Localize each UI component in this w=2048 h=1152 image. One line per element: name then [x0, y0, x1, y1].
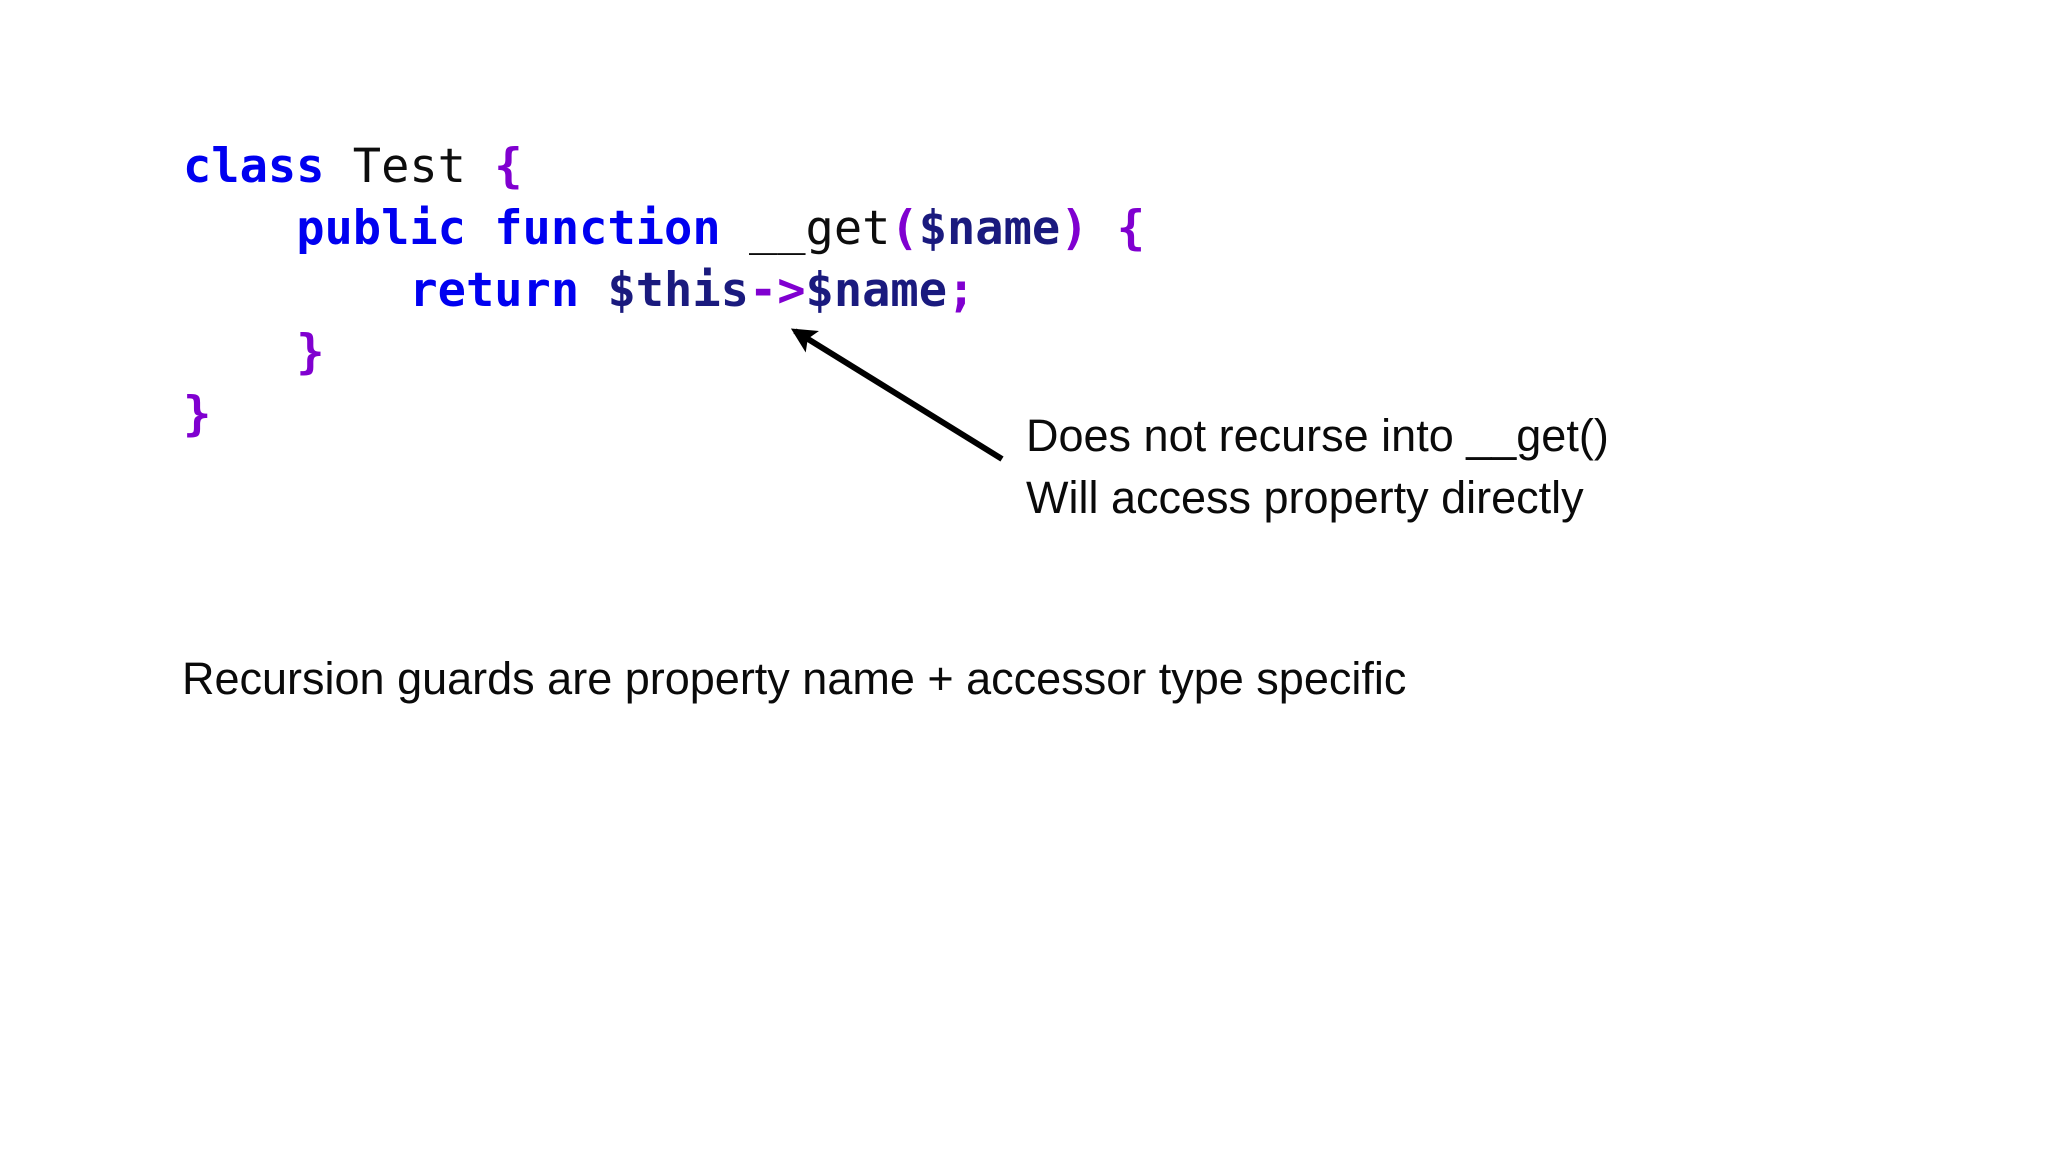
code-indent: [183, 325, 296, 380]
code-line: }: [183, 322, 1145, 384]
code-token-plain: [579, 263, 607, 318]
code-token-punctuation: ): [1060, 201, 1089, 256]
code-token-punctuation: {: [494, 139, 523, 194]
code-line: return $this->$name;: [183, 260, 1145, 322]
code-indent: [183, 201, 296, 256]
code-token-punctuation: }: [183, 387, 212, 442]
code-line: class Test {: [183, 136, 1145, 198]
code-token-operator: ->: [748, 263, 806, 318]
code-token-punctuation: (: [890, 201, 919, 256]
annotation-callout: Does not recurse into __get() Will access…: [1026, 405, 1609, 529]
code-token-keyword: public: [296, 201, 466, 256]
code-line: public function __get($name) {: [183, 198, 1145, 260]
code-token-identifier: Test: [352, 139, 466, 194]
code-token-punctuation: {: [1116, 201, 1146, 256]
code-token-plain: [466, 201, 494, 256]
code-token-plain: [324, 139, 352, 194]
code-token-plain: [1089, 201, 1117, 256]
code-line: }: [183, 384, 1145, 446]
code-token-punctuation: ;: [947, 263, 976, 318]
code-token-plain: [721, 201, 749, 256]
code-token-keyword: return: [409, 263, 580, 318]
code-token-plain: [466, 139, 494, 194]
code-token-variable: $name: [918, 201, 1061, 256]
code-token-variable: $this: [607, 263, 749, 318]
annotation-line: Does not recurse into __get(): [1026, 410, 1609, 461]
code-token-punctuation: }: [296, 325, 325, 380]
annotation-line: Will access property directly: [1026, 472, 1584, 523]
code-token-keyword: function: [494, 201, 721, 256]
code-token-identifier: __get: [748, 201, 891, 256]
code-indent: [183, 263, 409, 318]
code-token-keyword: class: [183, 139, 325, 194]
caption-text: Recursion guards are property name + acc…: [182, 653, 1407, 704]
code-token-variable: $name: [805, 263, 948, 318]
code-block: class Test { public function __get($name…: [183, 136, 1145, 446]
